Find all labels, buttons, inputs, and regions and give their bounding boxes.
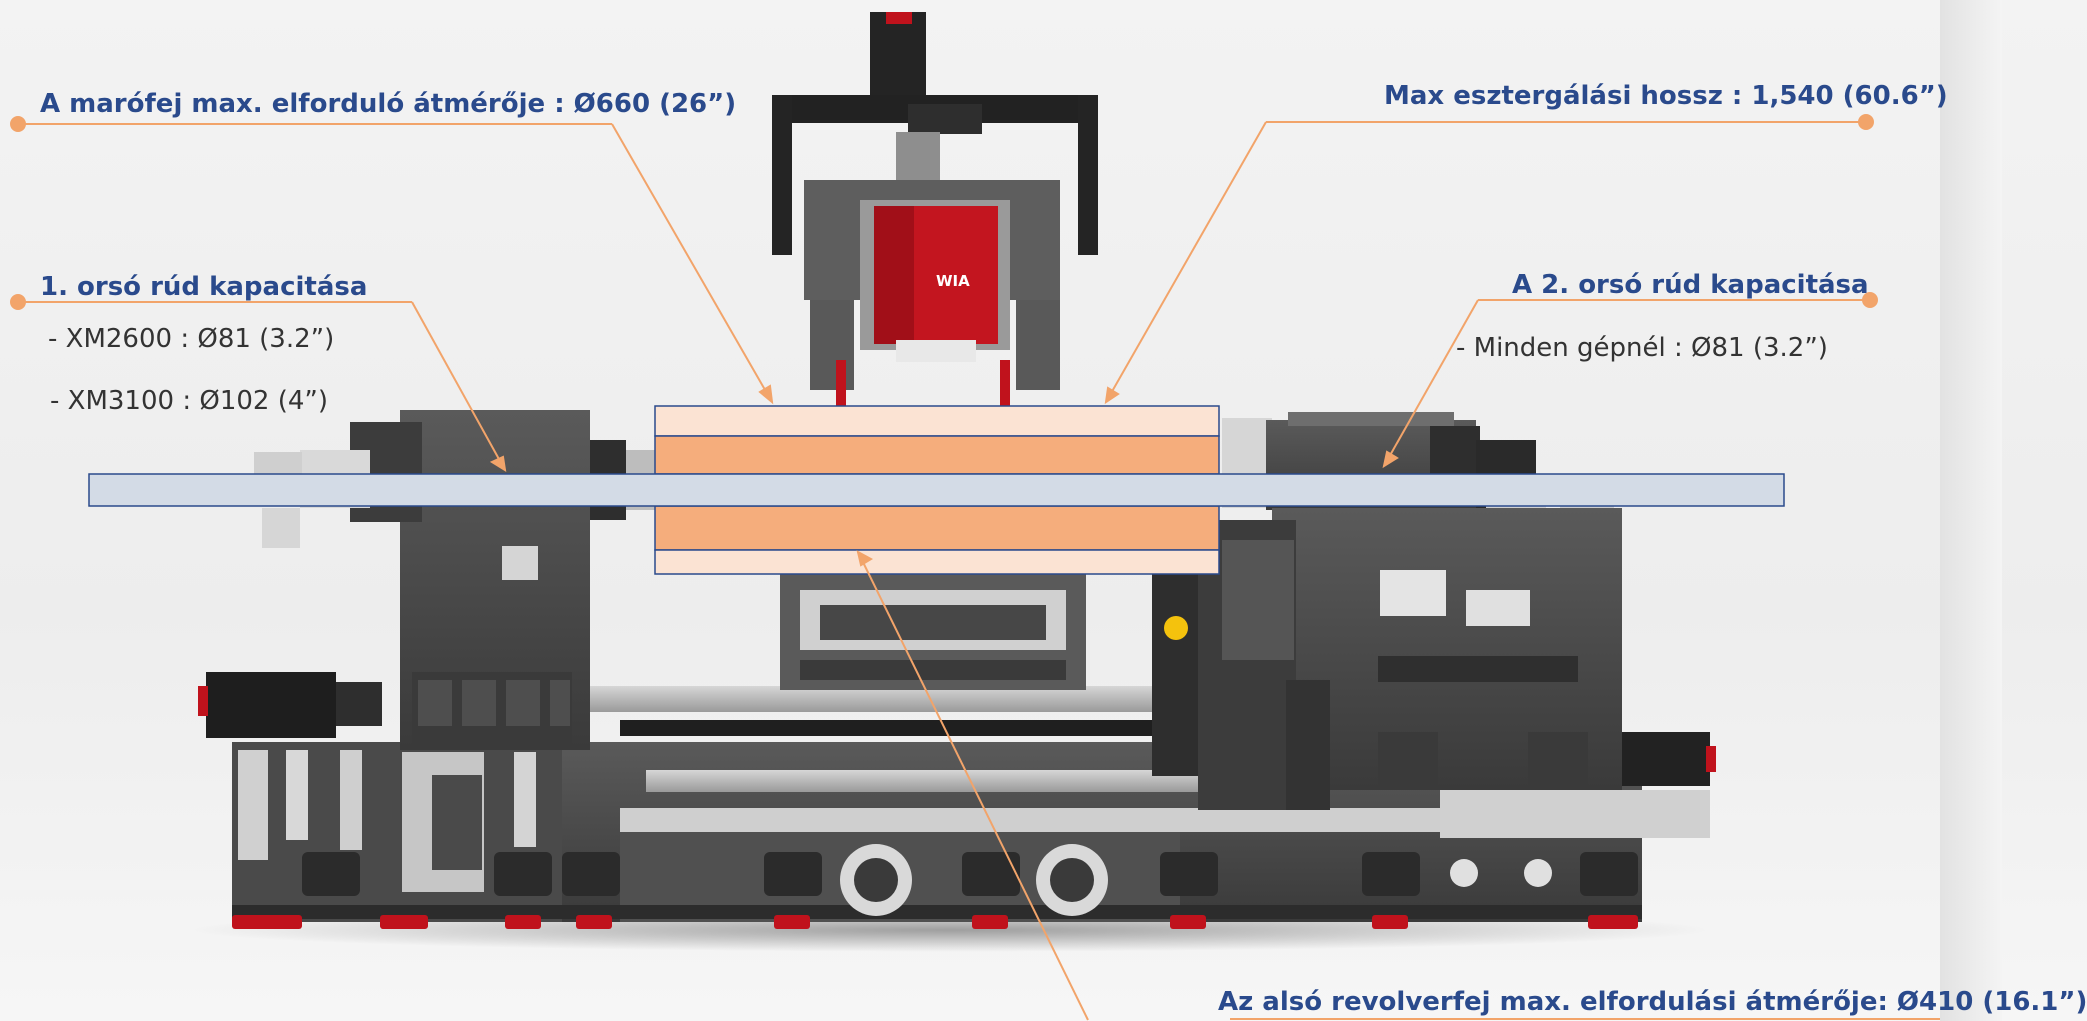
work-zone-overlay <box>88 405 1785 575</box>
machine-illustration: WIA <box>10 12 1972 1021</box>
callout-dot-milling-head <box>10 116 26 132</box>
callout-dot-spindle2 <box>1862 292 1878 308</box>
callout-spindle2-all: - Minden gépnél : Ø81 (3.2”) <box>1456 333 1828 363</box>
leveling-feet <box>232 915 1638 929</box>
diagram-canvas: WIA <box>10 0 2087 1021</box>
milling-swing-zone-top <box>654 405 1220 437</box>
lower-turret-swing-zone <box>654 549 1220 575</box>
callout-dot-spindle1 <box>10 294 26 310</box>
leader-lines <box>10 114 1972 1021</box>
callout-spindle1-xm3100: - XM3100 : Ø102 (4”) <box>50 386 329 416</box>
callout-spindle1-xm2600: - XM2600 : Ø81 (3.2”) <box>48 324 335 354</box>
turning-zone-top <box>654 435 1220 475</box>
guide-rails <box>588 686 1710 838</box>
callout-spindle2-title: A 2. orsó rúd kapacitása <box>1512 270 1869 300</box>
callout-lower-turret-swing: Az alsó revolverfej max. elfordulási átm… <box>1218 987 2087 1017</box>
callout-spindle1-title: 1. orsó rúd kapacitása <box>40 272 368 302</box>
callout-max-turning-length: Max esztergálási hossz : 1,540 (60.6”) <box>1384 81 1948 111</box>
bar-stock <box>88 473 1785 507</box>
bed-access-holes <box>840 844 1552 916</box>
callout-milling-head-swing: A marófej max. elforduló átmérője : Ø660… <box>40 89 737 119</box>
right-edge-panel <box>1940 0 2002 1021</box>
callout-dot-max-turning <box>1858 114 1874 130</box>
turning-zone-bottom <box>654 505 1220 551</box>
milling-column: WIA <box>772 12 1098 690</box>
machine-logo: WIA <box>936 272 970 290</box>
right-motor <box>1622 732 1716 786</box>
left-motor <box>198 672 382 738</box>
